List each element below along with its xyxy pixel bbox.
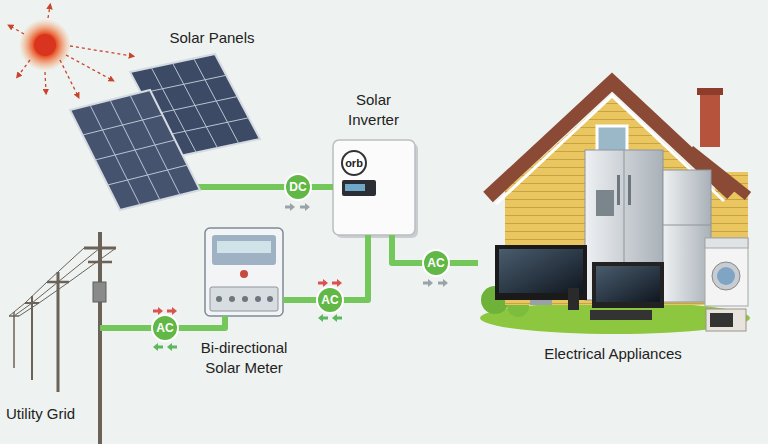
meter-body-part — [210, 287, 278, 311]
meter-body — [205, 228, 283, 316]
utility-grid: Utility Grid — [0, 228, 114, 398]
power-poles-part — [88, 261, 112, 264]
grid-wire-stub-part — [100, 325, 116, 331]
logo-text: orb — [341, 150, 367, 176]
house-part — [697, 88, 723, 95]
power-poles-part — [13, 312, 15, 368]
house-part — [597, 126, 627, 152]
appliances — [495, 150, 748, 331]
sun-part-part — [45, 72, 46, 92]
appliances-part — [717, 267, 735, 285]
appliances-part — [710, 313, 733, 327]
solar-panels-part-part — [108, 165, 188, 185]
appliances-part — [592, 262, 664, 308]
power-poles-part — [14, 248, 100, 316]
appliances-part — [617, 175, 620, 205]
appliances-part — [663, 170, 711, 302]
solar-panels-part-part — [83, 115, 163, 135]
appliances-part — [596, 190, 614, 216]
appliances-part — [705, 238, 748, 248]
house-part — [700, 92, 720, 147]
power-poles-part — [19, 248, 116, 316]
node-label: Electrical Appliances — [478, 344, 748, 364]
node-label: Solar Panels — [152, 28, 272, 48]
current-type-badge: AC — [151, 314, 179, 342]
appliances-part — [706, 309, 746, 331]
sun-part-part — [70, 46, 132, 56]
solar-panels-part-part — [141, 75, 226, 93]
sun-part-part — [66, 55, 112, 80]
current-type-badge: DC — [284, 173, 312, 201]
current-type-badge: AC — [316, 286, 344, 314]
node-label: Bi-directional Solar Meter — [183, 338, 305, 378]
flow-arrows-part — [318, 314, 328, 322]
appliances-part — [568, 288, 579, 310]
current-type-badge: AC — [422, 249, 450, 277]
solar-panels-part — [83, 95, 188, 205]
solar-panels — [70, 54, 260, 210]
meter-body-part — [216, 296, 273, 302]
solar-panels-part-part — [153, 97, 238, 115]
panel-wire-stub — [196, 187, 264, 188]
inverter-body-part — [333, 140, 415, 235]
sun-part-part — [60, 60, 78, 96]
flow-arrows-part — [438, 279, 448, 287]
sun-part — [10, 6, 132, 96]
sun-part — [34, 34, 56, 56]
inverter-body-part — [342, 180, 376, 196]
solar-panel-array: Solar Panels — [62, 54, 262, 214]
sun-part-part — [10, 26, 24, 34]
power-poles-part — [93, 282, 106, 302]
inverter-body-part — [345, 184, 365, 191]
grid-wire-stub — [100, 328, 116, 329]
sun-part-part — [48, 6, 50, 18]
meter-body-part — [205, 228, 283, 316]
inverter-box: Solar Inverterorb — [333, 140, 415, 235]
power-poles-part — [9, 248, 84, 316]
flow-arrows-part — [423, 279, 433, 287]
flow-arrows-part — [300, 203, 310, 211]
appliances-part — [712, 262, 740, 290]
solar-panels-part — [70, 90, 200, 210]
meter-body-part-part — [255, 296, 261, 302]
node-label: Utility Grid — [6, 404, 106, 424]
panel-wire-stub-part — [196, 184, 264, 190]
bidirectional-meter: Bi-directional Solar Meter — [205, 228, 283, 316]
appliances-part — [590, 310, 652, 320]
sun — [10, 6, 132, 96]
meter-body-part-part — [216, 296, 222, 302]
meter-body-part — [240, 270, 248, 278]
appliances-part — [663, 225, 711, 226]
meter-body-part-part — [267, 296, 273, 302]
node-label: Solar Inverter — [336, 90, 411, 130]
meter-body-part-part — [242, 296, 248, 302]
flow-arrows-part — [167, 343, 177, 351]
solar-panels-part-part — [95, 140, 175, 160]
meter-body-part — [217, 241, 271, 253]
flow-arrows-part — [153, 343, 163, 351]
appliances-part — [499, 249, 583, 293]
power-poles-part — [98, 232, 102, 444]
sun-part-part — [18, 60, 30, 76]
house-appliances: Electrical Appliances — [478, 60, 748, 335]
appliances-part — [705, 238, 748, 306]
meter-body-part — [212, 235, 276, 265]
appliances-part — [596, 266, 660, 302]
appliances-part — [628, 175, 631, 205]
sun-part — [19, 19, 71, 71]
flow-arrows-part — [285, 203, 295, 211]
inverter-body — [333, 140, 418, 238]
house — [480, 82, 750, 334]
solar-panels-part-part — [164, 118, 249, 136]
meter-body-part-part — [229, 296, 235, 302]
appliances-part — [530, 300, 552, 305]
flow-arrows-part — [332, 314, 342, 322]
